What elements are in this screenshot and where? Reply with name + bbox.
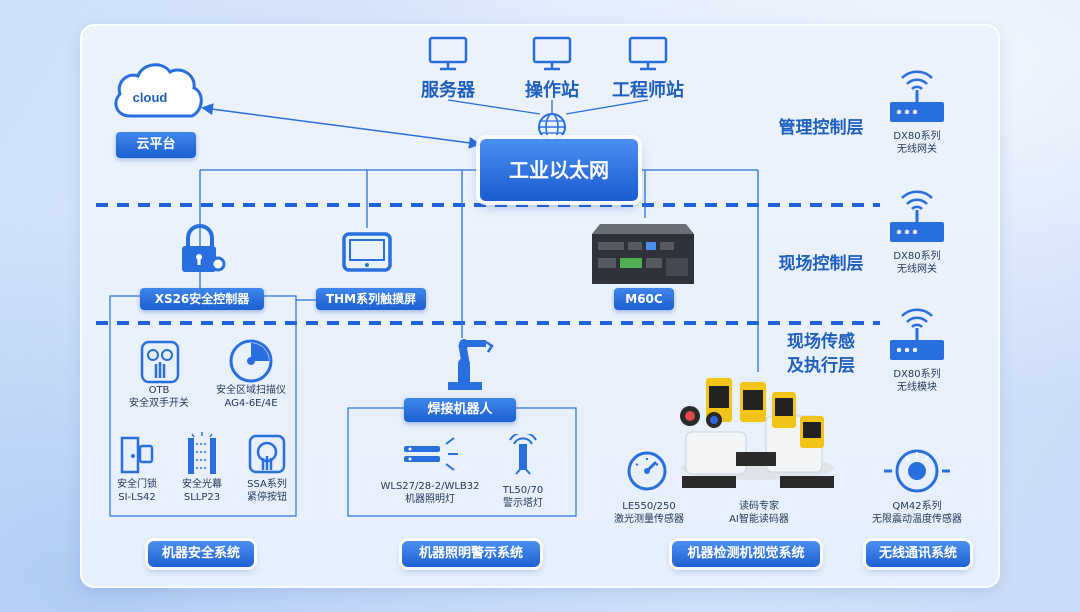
globe-icon [538, 113, 566, 141]
qm42-line2: 无限震动温度传感器 [872, 514, 962, 525]
system-vision: 机器检测机视觉系统 [672, 541, 820, 567]
tl-line1: TL50/70 [502, 485, 544, 496]
layer-field-control: 现场控制层 [778, 254, 864, 274]
otb-line2: 安全双手开关 [129, 398, 189, 409]
xs26-label: XS26安全控制器 [140, 288, 264, 310]
le550-line2: 激光测量传感器 [614, 514, 684, 525]
m60c-controller-image [592, 224, 694, 284]
operator-monitor-icon [532, 36, 572, 71]
layer-field-sensing-1: 现场传感 [787, 332, 855, 352]
light-curtain-line2: SLLP23 [183, 492, 221, 503]
operator-label: 操作站 [525, 80, 579, 101]
welding-robot-label: 焊接机器人 [404, 398, 516, 422]
vibration-sensor-icon [884, 449, 950, 493]
server-monitor-icon [428, 36, 468, 71]
le550-line1: LE550/250 [622, 501, 676, 512]
wireless-module-icon [890, 308, 944, 360]
wireless-1-line1: DX80系列 [893, 131, 941, 142]
wls-line1: WLS27/28-2/WLB32 [380, 481, 480, 492]
system-lighting: 机器照明警示系统 [402, 541, 540, 567]
layer-field-sensing-2: 及执行层 [787, 356, 855, 376]
door-lock-icon [120, 436, 154, 474]
two-hand-switch-icon [140, 340, 180, 384]
barcode-readers-image [680, 378, 834, 488]
area-scanner-icon [229, 339, 273, 383]
light-curtain-line1: 安全光幕 [182, 479, 222, 490]
door-lock-line2: SI-LS42 [118, 492, 156, 503]
padlock-gear-icon [182, 224, 226, 272]
reader-line1: 读码专家 [739, 501, 779, 512]
system-safety: 机器安全系统 [148, 541, 254, 567]
otb-line1: OTB [148, 385, 170, 396]
layer-management: 管理控制层 [778, 118, 864, 138]
cloud-icon-text: cloud [133, 90, 168, 105]
wireless-gateway-icon [890, 190, 944, 242]
m60c-label: M60C [614, 288, 674, 310]
ag4-line2: AG4-6E/4E [224, 398, 278, 409]
robot-arm-icon [448, 339, 494, 390]
ssa-line1: SSA系列 [247, 479, 287, 490]
wireless-2-line1: DX80系列 [893, 251, 941, 262]
system-wireless: 无线通讯系统 [866, 541, 970, 567]
laser-gauge-icon [627, 451, 667, 491]
ag4-line1: 安全区域扫描仪 [216, 385, 286, 396]
door-lock-line1: 安全门锁 [117, 479, 157, 490]
cloud-platform-label: 云平台 [116, 132, 196, 158]
wireless-1-line2: 无线网关 [897, 144, 937, 155]
engineer-monitor-icon [628, 36, 668, 71]
wls-line2: 机器照明灯 [405, 494, 455, 505]
wireless-2-line2: 无线网关 [897, 264, 937, 275]
wireless-gateway-icon [890, 70, 944, 122]
machine-light-icon [404, 437, 458, 471]
wireless-3-line2: 无线模块 [897, 382, 937, 393]
qm42-line1: QM42系列 [892, 501, 942, 512]
tl-line2: 警示塔灯 [503, 498, 543, 509]
engineer-label: 工程师站 [612, 80, 684, 101]
emergency-stop-icon [248, 434, 286, 474]
thm-label: THM系列触摸屏 [316, 288, 426, 310]
reader-line2: AI智能读码器 [729, 514, 789, 525]
touchscreen-icon [342, 232, 392, 272]
industrial-ethernet: 工业以太网 [480, 139, 638, 201]
light-curtain-icon [188, 432, 216, 474]
ssa-line2: 紧停按钮 [247, 492, 287, 503]
wireless-3-line1: DX80系列 [893, 369, 941, 380]
tower-light-icon [509, 434, 537, 475]
server-label: 服务器 [421, 80, 475, 101]
cloud-icon: cloud [114, 63, 203, 118]
